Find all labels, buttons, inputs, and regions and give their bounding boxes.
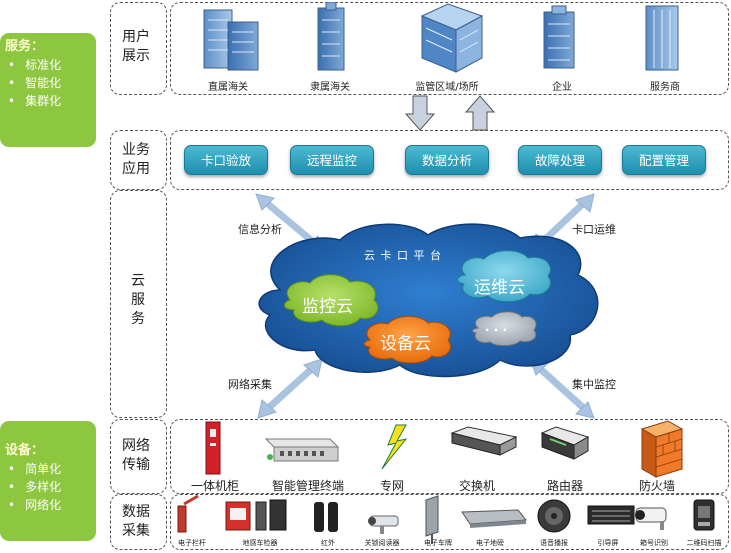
cabinet-icon [205, 421, 221, 475]
speaker-icon [537, 499, 571, 533]
building-icon [420, 3, 484, 73]
cloud-platform-svg [255, 193, 599, 419]
data-row-box [170, 494, 729, 550]
router-icon [540, 426, 590, 460]
buildings-svg [203, 2, 679, 73]
cloud-platform-title: 云 卡 口 平 台 [364, 249, 442, 262]
network-label-switch: 交换机 [458, 479, 495, 493]
more-cloud-shape [471, 311, 537, 347]
switch-icon [450, 426, 518, 456]
device-features-panel: 设备： 简单化 多样化 网络化 [0, 421, 96, 541]
device-cloud-shape [363, 315, 452, 364]
service-features-title: 服务： [5, 39, 45, 54]
smart-terminal-icon [264, 438, 340, 462]
user-label-subordinate-customs: 隶属海关 [310, 82, 350, 93]
business-row-label-box [110, 130, 167, 190]
building-icon [543, 5, 575, 69]
user-row-box [170, 2, 729, 95]
service-button-checkpoint-release[interactable]: 卡口验放 [184, 145, 268, 175]
service-button-config-management[interactable]: 配置管理 [622, 145, 706, 175]
loop-detector-icon [225, 499, 287, 531]
guide-screen-icon [587, 505, 635, 525]
data-label-barrier-gate: 电子栏杆 [178, 539, 206, 547]
arrow-label-central-monitor: 集中监控 [572, 378, 616, 391]
network-label-private-net: 专网 [379, 479, 404, 493]
data-label-lock-reader: 关锁阅读器 [364, 539, 400, 547]
network-label-firewall: 防火墙 [638, 479, 675, 493]
double-arrow-net [257, 358, 323, 419]
network-row-label-box [110, 419, 167, 494]
down-arrow-icon [405, 95, 436, 131]
up-arrow-icon [464, 95, 495, 131]
data-devices-svg [177, 494, 715, 544]
user-row-label-box [110, 2, 167, 95]
network-label-cabinet: 一体机柜 [190, 479, 239, 493]
business-row-box [170, 130, 729, 190]
data-row-label: 数据采集 [122, 504, 150, 539]
arrow-label-info-analysis: 信息分析 [238, 223, 282, 236]
service-button-remote-monitoring[interactable]: 远程监控 [290, 145, 374, 175]
user-label-enterprise: 企业 [552, 82, 572, 93]
network-row-label: 网络传输 [122, 438, 150, 473]
network-row-box [170, 419, 729, 494]
device-feature-item: 简单化 [8, 460, 96, 478]
data-label-electronic-plate: 电子车牌 [424, 539, 452, 547]
data-label-qr-scan: 二维码扫描 [686, 539, 722, 547]
data-label-infrared: 红外 [321, 539, 335, 547]
user-label-service-provider: 服务商 [650, 82, 680, 93]
data-row-label-box [110, 494, 167, 550]
electronic-plate-reader-icon [425, 495, 439, 544]
user-label-direct-customs: 直属海关 [208, 82, 248, 93]
ops-cloud-label: 运维云 [474, 278, 525, 298]
service-feature-item: 智能化 [8, 74, 96, 92]
qr-scanner-icon [693, 499, 715, 531]
user-label-supervision-area: 监管区域/场所 [415, 82, 479, 93]
data-label-weighbridge: 电子地磅 [476, 539, 504, 547]
device-feature-item: 网络化 [8, 496, 96, 514]
service-button-fault-handling[interactable]: 故障处理 [518, 145, 602, 175]
business-row-label: 业务应用 [122, 142, 150, 177]
data-label-guide-screen: 引导屏 [597, 539, 619, 547]
device-feature-item: 多样化 [8, 478, 96, 496]
data-label-voice-broadcast: 语音播报 [540, 539, 568, 547]
user-row-label: 用户展示 [122, 29, 150, 64]
service-feature-item: 标准化 [8, 56, 96, 74]
more-cloud-label: · · · [485, 323, 508, 337]
service-button-data-analysis[interactable]: 数据分析 [405, 145, 489, 175]
updown-arrows-svg [405, 95, 495, 131]
service-feature-item: 集群化 [8, 92, 96, 110]
building-icon [317, 2, 345, 71]
lock-reader-icon [368, 515, 399, 534]
device-cloud-label: 设备云 [380, 334, 431, 354]
building-icon [203, 9, 259, 71]
barrier-gate-icon [177, 494, 199, 533]
data-label-loop-detector: 地感车检器 [242, 539, 278, 547]
building-icon [645, 5, 679, 71]
monitor-cloud-label: 监控云 [302, 297, 353, 317]
arrow-label-checkpoint-ops: 卡口运维 [572, 223, 616, 236]
monitor-cloud-shape [284, 274, 379, 327]
cloud-row-label-box [110, 190, 167, 418]
firewall-icon [640, 420, 684, 478]
network-devices-svg [205, 420, 684, 478]
data-label-container-id: 箱号识别 [640, 539, 668, 547]
container-id-camera-icon [635, 507, 667, 530]
device-features-title: 设备： [5, 443, 45, 458]
weighbridge-icon [461, 509, 527, 528]
ops-cloud-shape [456, 250, 552, 303]
network-label-router: 路由器 [546, 479, 583, 493]
lightning-icon [381, 424, 408, 470]
arrow-label-network-collect: 网络采集 [228, 378, 272, 391]
service-features-panel: 服务： 标准化 智能化 集群化 [0, 33, 96, 147]
infrared-icon [314, 502, 338, 532]
network-label-smart-terminal: 智能管理终端 [271, 479, 344, 493]
cloud-row-label: 云服务 [131, 273, 145, 327]
